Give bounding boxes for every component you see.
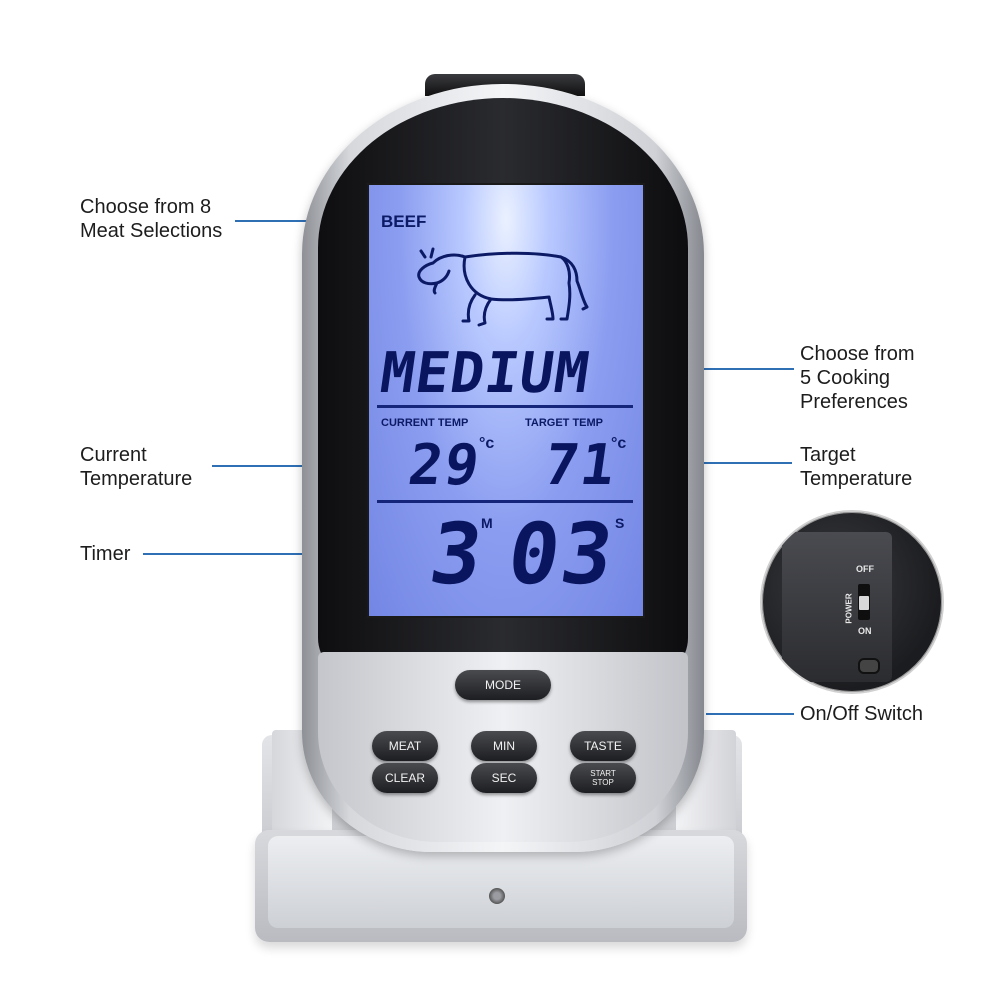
cow-icon xyxy=(417,247,589,327)
start-stop-button[interactable]: START STOP xyxy=(570,763,636,793)
callout-current-temperature: Current Temperature xyxy=(80,444,193,490)
cooking-preference-display: MEDIUM xyxy=(376,341,594,406)
min-button[interactable]: MIN xyxy=(471,731,537,761)
current-temp-label: CURRENT TEMP xyxy=(381,417,469,429)
timer-minute-mark: M xyxy=(481,515,493,531)
callout-line-switch xyxy=(706,713,794,715)
callout-target-temperature: Target Temperature xyxy=(800,444,913,490)
target-temp-label: TARGET TEMP xyxy=(525,417,604,429)
switch-indicator-icon xyxy=(858,658,880,674)
callout-line-timer xyxy=(143,553,383,555)
lcd-divider-bottom xyxy=(377,500,633,503)
switch-off-label: OFF xyxy=(856,564,874,574)
meat-button[interactable]: MEAT xyxy=(372,731,438,761)
callout-cooking-preferences: Choose from 5 Cooking Preferences xyxy=(800,343,915,413)
current-temp-unit: °c xyxy=(479,435,495,452)
callout-line-preferences xyxy=(628,368,794,370)
stop-label: STOP xyxy=(592,778,614,787)
callout-meat-selections: Choose from 8 Meat Selections xyxy=(80,196,223,242)
callout-timer: Timer xyxy=(80,543,131,565)
taste-button[interactable]: TASTE xyxy=(570,731,636,761)
lcd-screen: BEEF MEDIUM CURRENT TEMP TARGET TEMP 29 … xyxy=(367,183,645,618)
target-temp-unit: °c xyxy=(611,435,627,452)
screw-icon xyxy=(489,888,505,904)
lcd-divider-top xyxy=(377,405,633,408)
timer-second-mark: S xyxy=(615,515,625,531)
meat-selection-label: BEEF xyxy=(381,212,427,231)
switch-power-label: POWER xyxy=(844,593,854,624)
switch-housing xyxy=(782,532,892,682)
switch-on-label: ON xyxy=(858,626,872,636)
power-switch-closeup: OFF ON POWER xyxy=(760,510,944,694)
callout-line-target xyxy=(620,462,792,464)
callout-on-off-switch: On/Off Switch xyxy=(800,703,924,725)
target-temp-value: 71 xyxy=(540,433,622,498)
mode-button[interactable]: MODE xyxy=(455,670,551,700)
start-label: START xyxy=(590,769,616,778)
current-temp-value: 29 xyxy=(404,433,486,498)
clear-button[interactable]: CLEAR xyxy=(372,763,438,793)
timer-seconds: 03 xyxy=(502,505,622,603)
power-switch[interactable] xyxy=(859,596,869,610)
sec-button[interactable]: SEC xyxy=(471,763,537,793)
